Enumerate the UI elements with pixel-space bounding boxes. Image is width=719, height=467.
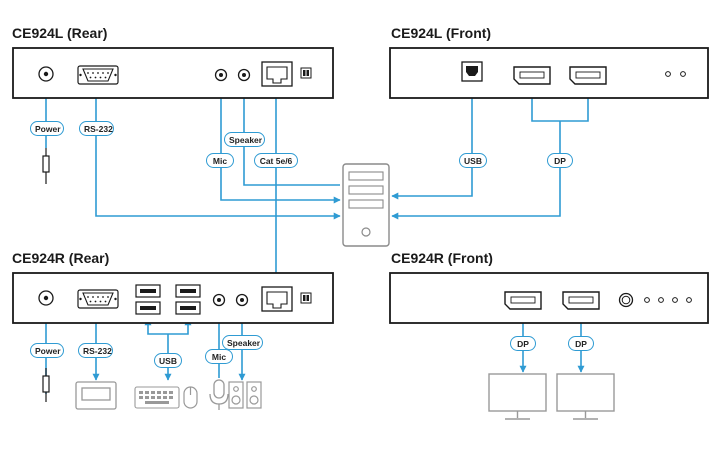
ce924l-rear-unit xyxy=(12,47,334,99)
dip-switch-icon xyxy=(300,67,312,79)
dp-label: DP xyxy=(547,153,573,168)
ce924l-rear-title: CE924L (Rear) xyxy=(12,25,108,41)
led-icon xyxy=(644,297,650,303)
microphone-icon xyxy=(209,379,229,410)
mic-label: Mic xyxy=(206,153,234,168)
rs232-port-icon xyxy=(77,289,119,309)
dp-port-icon xyxy=(569,66,607,85)
rs232-label: RS-232 xyxy=(79,121,114,136)
keyboard-icon xyxy=(134,386,180,409)
power-label: Power xyxy=(30,343,64,358)
usb-label: USB xyxy=(459,153,487,168)
power-label: Power xyxy=(30,121,64,136)
button-icon xyxy=(618,292,634,308)
ce924l-front-unit xyxy=(389,47,709,99)
ce924r-rear-unit xyxy=(12,272,334,324)
l-dp-line-down xyxy=(391,121,561,220)
ce924l-front-title: CE924L (Front) xyxy=(391,25,492,41)
dp-port-icon xyxy=(562,291,600,310)
rs232-port-icon xyxy=(77,65,119,85)
led-icon xyxy=(680,71,686,77)
power-adapter-icon xyxy=(42,368,50,402)
power-jack-icon xyxy=(38,290,54,306)
speaker-jack-icon xyxy=(235,293,249,307)
usb-b-port-icon xyxy=(461,61,483,82)
ce924r-rear-title: CE924R (Rear) xyxy=(12,250,110,266)
monitor-icon xyxy=(556,373,615,420)
usb-a-port-icon xyxy=(175,284,201,315)
dp-label: DP xyxy=(568,336,594,351)
led-icon xyxy=(686,297,692,303)
mic-jack-icon xyxy=(212,293,226,307)
speaker-label: Speaker xyxy=(224,132,265,147)
speaker-jack-icon xyxy=(237,68,251,82)
dp-label: DP xyxy=(510,336,536,351)
ce924r-front-unit xyxy=(389,272,709,324)
power-adapter-icon xyxy=(42,148,50,184)
dip-switch-icon xyxy=(300,292,312,304)
l-mic-line xyxy=(217,90,341,204)
usb-label: USB xyxy=(154,353,182,368)
ce924r-front-title: CE924R (Front) xyxy=(391,250,493,266)
led-icon xyxy=(658,297,664,303)
connection-lines xyxy=(42,84,592,394)
serial-terminal-icon xyxy=(75,381,117,410)
usb-a-port-icon xyxy=(135,284,161,315)
l-speaker-line xyxy=(240,90,340,186)
led-icon xyxy=(672,297,678,303)
l-usb-line xyxy=(391,84,476,200)
speakers-icon xyxy=(228,381,262,409)
mic-jack-icon xyxy=(214,68,228,82)
rj45-port-icon xyxy=(261,286,293,312)
mouse-icon xyxy=(183,386,198,409)
monitor-icon xyxy=(488,373,547,420)
speaker-label: Speaker xyxy=(222,335,263,350)
led-icon xyxy=(665,71,671,77)
power-jack-icon xyxy=(38,66,54,82)
rs232-label: RS-232 xyxy=(78,343,113,358)
cat-cable-label: Cat 5e/6 xyxy=(254,153,298,168)
computer-tower-icon xyxy=(342,163,390,247)
rj45-port-icon xyxy=(261,61,293,87)
dp-port-icon xyxy=(513,66,551,85)
dp-port-icon xyxy=(504,291,542,310)
mic-label: Mic xyxy=(205,349,233,364)
